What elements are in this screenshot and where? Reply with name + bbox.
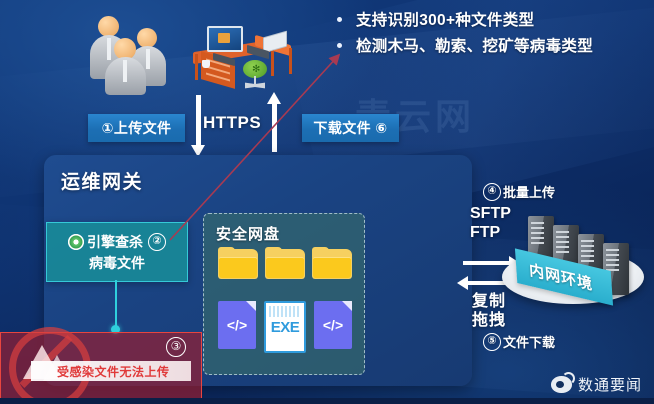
step-badge-5: ⑤ [483, 332, 501, 351]
users-illustration [88, 8, 178, 95]
safe-netdisk-panel: 安全网盘 </> EXE </> [203, 213, 365, 375]
alert-message-text: 受感染文件无法上传 [57, 364, 170, 379]
upload-arrow-down [191, 95, 205, 157]
bottom-bar [0, 398, 654, 404]
bullet-dot-icon [337, 16, 342, 22]
transfer-arrow-left [457, 276, 514, 290]
protocol-ftp: FTP [470, 224, 501, 241]
folder-icon[interactable] [218, 247, 258, 279]
bullet-row: 检测木马、勒索、挖矿等病毒类型 [337, 34, 653, 56]
code-file-icon[interactable]: </> [218, 301, 256, 349]
folder-icon[interactable] [312, 247, 352, 279]
connector-endpoint-dot [111, 325, 120, 334]
https-label: HTTPS [203, 113, 262, 132]
engine-alert-connector [115, 280, 117, 327]
step-badge-2: ② [148, 232, 166, 251]
weibo-brand: 数通要闻 [551, 372, 643, 395]
safe-netdisk-title: 安全网盘 [216, 226, 281, 243]
protocol-labels: SFTP FTP [470, 204, 511, 242]
code-file-label: </> [322, 317, 344, 333]
folder-row [218, 247, 352, 279]
intranet-server-illustration: 内网环境 [500, 208, 650, 308]
weibo-brand-text: 数通要闻 [578, 377, 643, 394]
copy-label: 复制 [472, 293, 507, 310]
bullet-text: 检测木马、勒索、挖矿等病毒类型 [356, 38, 594, 55]
shield-scan-icon [68, 233, 84, 250]
protocol-sftp: SFTP [470, 205, 511, 222]
step-badge-4: ④ [483, 182, 501, 201]
engine-scan-row: 引擎查杀 ② [68, 232, 166, 252]
code-file-label: </> [226, 317, 248, 333]
upload-file-button[interactable]: ①上传文件 [88, 114, 185, 142]
workstation-illustration: ✻ [185, 20, 295, 92]
cup-icon [202, 60, 210, 68]
code-file-icon[interactable]: </> [314, 301, 352, 349]
feature-bullet-list: 支持识别300+种文件类型 检测木马、勒索、挖矿等病毒类型 [337, 8, 653, 60]
alert-message-strip: 受感染文件无法上传 [31, 361, 191, 381]
gateway-title: 运维网关 [61, 172, 144, 193]
file-download-text: 文件下载 [503, 335, 556, 350]
step-badge-3: ③ [166, 337, 186, 357]
bullet-dot-icon [337, 42, 342, 48]
monitor-icon [207, 26, 243, 52]
download-arrow-up [267, 92, 281, 152]
file-download-label: ⑤ 文件下载 [483, 332, 555, 351]
virus-file-label: 病毒文件 [89, 254, 145, 271]
plant-icon: ✻ [243, 60, 269, 90]
download-file-button[interactable]: 下载文件 ⑥ [302, 114, 399, 142]
folder-icon[interactable] [265, 247, 305, 279]
infected-file-alert: ③ 受感染文件无法上传 [0, 327, 202, 404]
exe-file-label: EXE [270, 318, 300, 336]
desk-leg [195, 54, 198, 80]
batch-upload-text: 批量上传 [503, 185, 556, 200]
copy-drag-labels: 复制 拖拽 [472, 292, 506, 330]
desk-leg [271, 50, 274, 76]
exe-file-icon[interactable]: EXE [264, 301, 306, 353]
drag-label: 拖拽 [472, 312, 507, 329]
bullet-text: 支持识别300+种文件类型 [356, 12, 535, 29]
file-row: </> EXE </> [218, 301, 352, 353]
bullet-row: 支持识别300+种文件类型 [337, 8, 653, 30]
batch-upload-label: ④ 批量上传 [483, 182, 555, 201]
engine-scan-label: 引擎查杀 [87, 233, 143, 250]
engine-scan-box[interactable]: 引擎查杀 ② 病毒文件 [46, 222, 188, 282]
desk-leg [289, 48, 292, 74]
weibo-icon [551, 372, 575, 393]
